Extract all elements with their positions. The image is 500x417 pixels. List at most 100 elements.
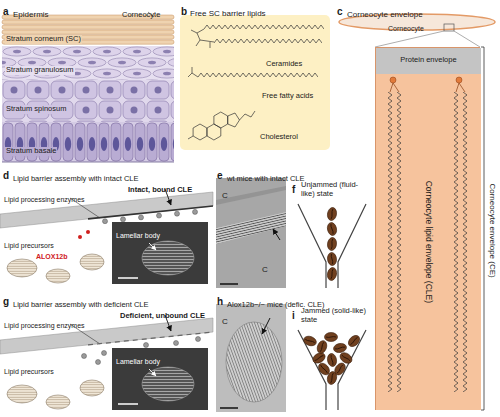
callout-label: Corneocyte [388, 25, 424, 33]
callout-label: Lipid precursors [4, 368, 54, 376]
layer-label: Stratum granulosum [5, 66, 75, 75]
deficient-assembly-illustration [0, 315, 213, 410]
ceramide-structure [204, 24, 324, 30]
enzyme-dots [121, 217, 126, 222]
stratum-corneum-layers [2, 25, 174, 29]
image-label: Lamellar body [116, 232, 160, 240]
unbound-cle [174, 341, 179, 346]
text-slot: Lamellar body [116, 224, 160, 242]
cle-lipid-chains [396, 92, 402, 392]
spinosum-cells [2, 80, 174, 122]
panel-letter: b [181, 6, 187, 18]
text-slot: c [337, 1, 343, 19]
intact-assembly-illustration [0, 189, 213, 284]
lipid-panel: Free SC barrier lipidsCeramidesFree fatt… [180, 15, 330, 150]
panel-title: Epidermis [13, 10, 49, 19]
enzyme-dots [103, 209, 198, 223]
deficient-assembly-illustration [0, 315, 213, 410]
funnel-unjammed [326, 267, 338, 282]
panel-title: wt mice with intact CLE [227, 175, 305, 184]
fatty-acid-structure [188, 67, 318, 78]
layer-label: Stratum basale [5, 147, 57, 156]
cle-lipid-chains [456, 77, 462, 83]
text-slot: Lipid barrier assembly with intact CLE [13, 167, 138, 185]
text-slot: Stratum basale [5, 139, 57, 157]
bound-cle-line [88, 206, 213, 219]
panel-letter: e [217, 170, 223, 182]
band-label: Protein envelope [376, 56, 481, 65]
text-slot: Ceramides [266, 52, 302, 70]
funnel-jammed [302, 335, 317, 348]
ceramide-structure [214, 38, 322, 44]
enzyme-dots [103, 219, 108, 224]
funnel-unjammed [298, 204, 366, 288]
cle-lipid-chains [456, 83, 465, 92]
text-slot: h [217, 291, 223, 309]
unbound-cle [144, 343, 149, 348]
image-label: Lamellar body [116, 358, 160, 366]
envelope-bracket [481, 47, 484, 48]
zoom-line [375, 31, 444, 47]
text-slot: Lamellar body [116, 350, 160, 368]
envelope-bracket [481, 410, 484, 411]
funnel-jammed [316, 339, 329, 354]
callout-label: Deficient, unbound CLE [120, 312, 205, 321]
callout-label: Lipid processing enzymes [4, 322, 85, 330]
fatty-acid-structure [188, 73, 198, 77]
lipid-name: Ceramides [266, 60, 302, 69]
panel-letter: a [3, 6, 9, 18]
text-slot: Corneocyte lipid envelope (CLE) [423, 92, 433, 392]
unbound-cle [196, 337, 201, 342]
epidermis-illustration [2, 12, 174, 162]
stratum-corneum-layers [2, 20, 174, 24]
text-slot: Jammed (solid-like) state [301, 307, 371, 324]
band-label: Corneocyte lipid envelope (CLE) [423, 92, 433, 392]
text-slot: Corneocyte envelope (CE) [487, 81, 496, 381]
text-slot: Lipid processing enzymes [4, 188, 85, 206]
text-slot: Cholesterol [260, 125, 298, 143]
em-image-knockout [262, 318, 270, 334]
envelope-bracket [484, 47, 485, 410]
text-slot: Lipid precursors [4, 234, 54, 252]
panel-letter: c [337, 6, 343, 18]
unbound-cle [82, 354, 87, 359]
unbound-cle [96, 360, 101, 365]
panel-title: Lipid barrier assembly with intact CLE [13, 175, 138, 184]
funnel-jammed [333, 342, 347, 353]
text-slot: Protein envelope [376, 56, 481, 65]
enzyme-dots [193, 209, 198, 214]
panel-letter: i [292, 310, 295, 322]
zoom-line [454, 31, 480, 47]
image-label: C [222, 191, 228, 200]
em-image-wt [216, 178, 286, 288]
basement-line [2, 162, 174, 163]
em-image-wt [216, 212, 286, 244]
cholesterol-structure [214, 112, 228, 128]
alox12b-dots [78, 235, 82, 239]
text-slot: g [3, 291, 9, 309]
panel-letter: d [3, 170, 9, 182]
cle-lipid-chains [462, 92, 468, 392]
text-slot: wt mice with intact CLE [227, 167, 305, 185]
callout-label: Lipid precursors [4, 242, 54, 250]
cle-lipid-chains [390, 83, 399, 92]
funnel-unjammed [298, 204, 366, 288]
text-slot: Lipid processing enzymes [4, 314, 85, 332]
basale-cells [2, 122, 174, 162]
cle-lipid-chains [387, 92, 393, 392]
em-image-wt [216, 186, 286, 205]
em-image-wt [273, 229, 280, 240]
envelope-bracket [481, 47, 484, 410]
text-slot: Stratum granulosum [5, 58, 75, 76]
em-image-wt [216, 178, 286, 288]
enzyme-dots [157, 213, 162, 218]
cholesterol-structure [240, 111, 256, 120]
fatty-acid-structure [198, 72, 318, 78]
intact-assembly-illustration [0, 189, 213, 284]
lipid-envelope-band: Corneocyte lipid envelope (CLE) [376, 74, 481, 410]
text-slot: Lipid barrier assembly with deficient CL… [13, 293, 148, 311]
text-slot: Lipid precursors [4, 360, 54, 378]
funnel-jammed [298, 330, 366, 410]
bracket-label: Corneocyte envelope (CE) [487, 81, 496, 381]
